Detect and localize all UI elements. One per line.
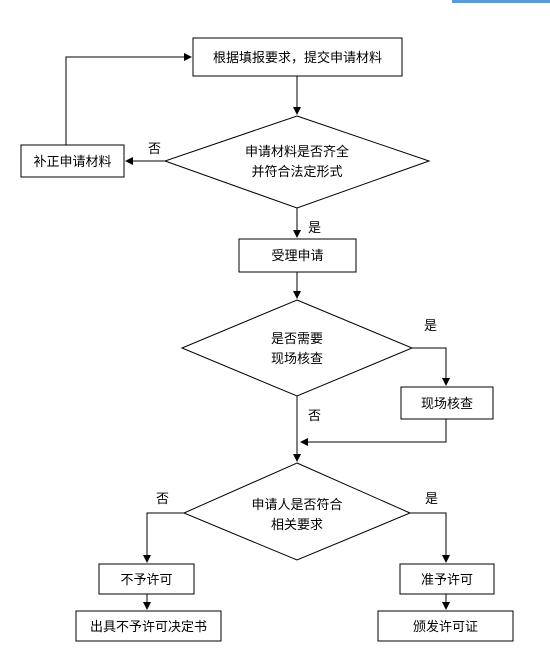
arrow-to-deny xyxy=(143,512,184,563)
issue-box: 颁发许可证 xyxy=(377,610,514,642)
arrow-inspect-to-main xyxy=(300,419,447,446)
label-yes-approve: 是 xyxy=(425,492,438,507)
accept-box: 受理申请 xyxy=(238,238,357,273)
label-no-skip: 否 xyxy=(308,409,321,424)
meets-req-line2: 相关要求 xyxy=(271,518,323,533)
deny-label: 不予许可 xyxy=(120,573,172,588)
label-no-deny: 否 xyxy=(156,492,169,507)
supplement-label: 补正申请材料 xyxy=(33,155,111,170)
label-yes-accept: 是 xyxy=(308,221,321,236)
arrow-supplement-to-submit xyxy=(65,53,192,145)
supplement-box: 补正申请材料 xyxy=(20,144,125,178)
need-inspect-line1: 是否需要 xyxy=(271,332,323,347)
issue-label: 颁发许可证 xyxy=(413,619,478,635)
deny-box: 不予许可 xyxy=(98,563,195,595)
arrow-to-approve xyxy=(410,512,450,563)
deny-doc-label: 出具不予许可决定书 xyxy=(90,620,207,635)
accept-label: 受理申请 xyxy=(271,249,323,264)
submit-label: 根据填报要求，提交申请材料 xyxy=(213,50,382,66)
meets-req-line1: 申请人是否符合 xyxy=(251,497,342,513)
submit-box: 根据填报要求，提交申请材料 xyxy=(192,37,403,77)
arrow-to-inspect xyxy=(412,347,450,386)
label-no-supplement: 否 xyxy=(148,142,161,157)
inspect-box: 现场核查 xyxy=(400,386,494,420)
meets-req-diamond: 申请人是否符合 相关要求 xyxy=(182,462,412,561)
check-complete-line1: 申请材料是否齐全 xyxy=(245,144,349,160)
need-inspect-diamond: 是否需要 现场核查 xyxy=(180,299,414,397)
need-inspect-line2: 现场核查 xyxy=(271,352,323,367)
inspect-label: 现场核查 xyxy=(421,397,473,412)
check-complete-diamond: 申请材料是否齐全 并符合法定形式 xyxy=(163,115,431,209)
deny-doc-box: 出具不予许可决定书 xyxy=(75,610,222,642)
approve-box: 准予许可 xyxy=(399,563,495,595)
top-accent-line xyxy=(452,0,550,3)
approve-label: 准予许可 xyxy=(421,573,473,588)
check-complete-line2: 并符合法定形式 xyxy=(251,164,342,180)
label-yes-inspect: 是 xyxy=(424,319,437,334)
